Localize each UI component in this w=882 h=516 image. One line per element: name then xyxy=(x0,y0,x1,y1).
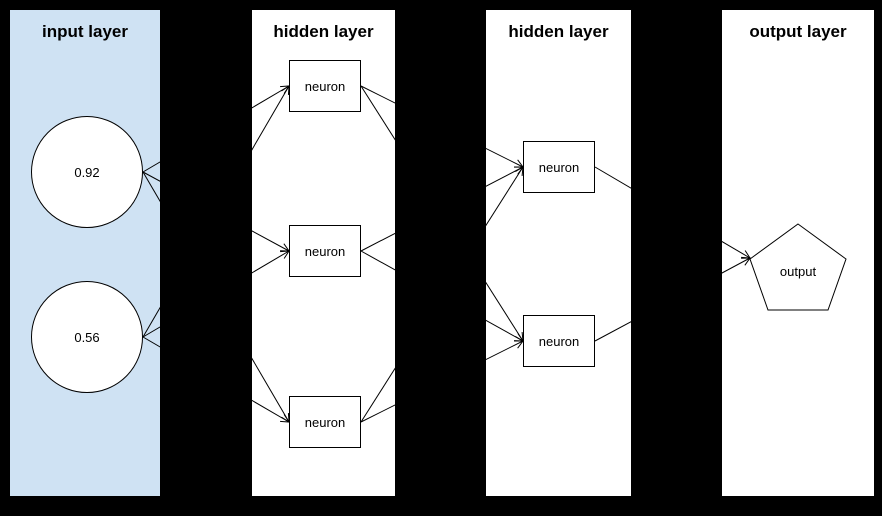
layer-panel-hidden-2: hidden layer neuron neuron xyxy=(486,10,631,496)
node-input-2: 0.56 xyxy=(31,281,143,393)
node-label: neuron xyxy=(304,414,346,430)
node-label: 0.56 xyxy=(74,329,100,345)
node-hidden1-neuron-1: neuron xyxy=(289,60,361,112)
layer-panel-output: output layer output xyxy=(722,10,874,496)
layer-panel-input: input layer 0.92 0.56 xyxy=(10,10,160,496)
node-output: output xyxy=(749,223,847,311)
node-hidden1-neuron-3: neuron xyxy=(289,396,361,448)
layer-title-hidden-2: hidden layer xyxy=(508,22,609,41)
layer-title-hidden-1: hidden layer xyxy=(273,22,374,41)
node-hidden2-neuron-1: neuron xyxy=(523,141,595,193)
node-label: neuron xyxy=(538,159,580,175)
node-hidden1-neuron-2: neuron xyxy=(289,225,361,277)
node-label: output xyxy=(780,264,817,279)
pentagon-shape xyxy=(749,223,847,311)
layer-title-output: output layer xyxy=(749,22,847,41)
node-label: neuron xyxy=(304,243,346,259)
layer-title-input: input layer xyxy=(42,22,128,41)
node-input-1: 0.92 xyxy=(31,116,143,228)
node-hidden2-neuron-2: neuron xyxy=(523,315,595,367)
node-label: neuron xyxy=(538,333,580,349)
node-label: neuron xyxy=(304,78,346,94)
layer-panel-hidden-1: hidden layer neuron neuron neuron xyxy=(252,10,395,496)
node-label: 0.92 xyxy=(74,164,100,180)
